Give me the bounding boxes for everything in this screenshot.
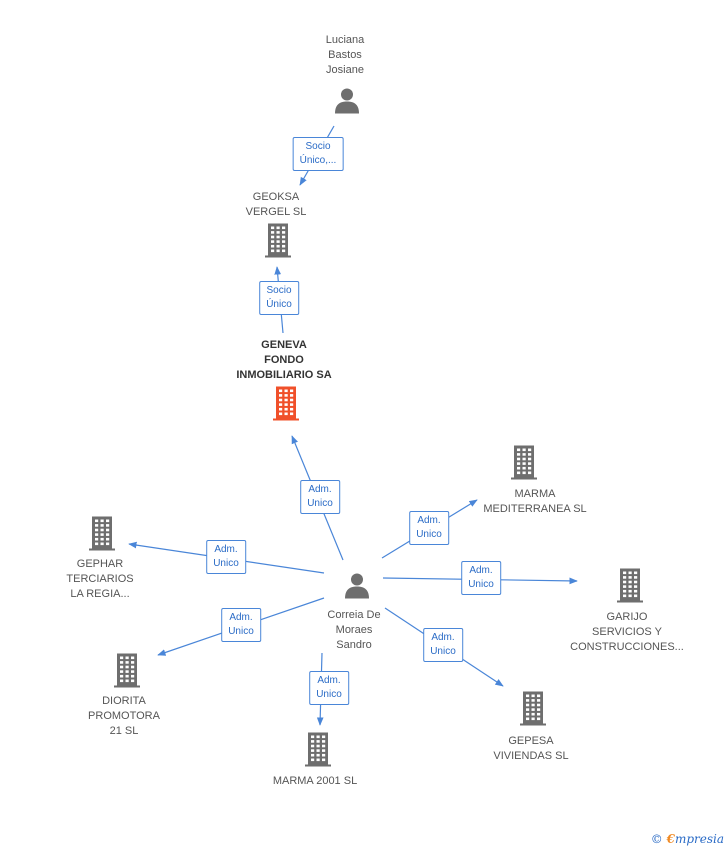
node-label-marma-med[interactable]: MARMA MEDITERRANEA SL: [483, 488, 587, 515]
node-label-diorita[interactable]: DIORITA PROMOTORA 21 SL: [88, 695, 160, 737]
node-label-geneva[interactable]: GENEVA FONDO INMOBILIARIO SA: [236, 339, 332, 381]
node-label-geoksa[interactable]: GEOKSA VERGEL SL: [245, 191, 307, 218]
building-icon[interactable]: [265, 223, 291, 263]
node-label-luciana[interactable]: Luciana Bastos Josiane: [325, 34, 365, 76]
edge-label[interactable]: Adm. Unico: [206, 540, 246, 574]
building-icon[interactable]: [89, 516, 115, 556]
building-icon[interactable]: [305, 732, 331, 772]
node-label-garijo[interactable]: GARIJO SERVICIOS Y CONSTRUCCIONES...: [570, 611, 684, 653]
node-label-marma2001[interactable]: MARMA 2001 SL: [272, 775, 358, 787]
node-label-correia[interactable]: Correia De Moraes Sandro: [327, 609, 381, 651]
building-icon[interactable]: [114, 653, 140, 693]
brand-logo-initial: €: [666, 832, 675, 846]
edge-label[interactable]: Adm. Unico: [423, 628, 463, 662]
edge-label[interactable]: Adm. Unico: [300, 480, 340, 514]
empresia-brand[interactable]: © €mpresia: [651, 832, 724, 846]
brand-name: mpresia: [674, 832, 724, 846]
edge-label[interactable]: Adm. Unico: [409, 511, 449, 545]
edge-label[interactable]: Adm. Unico: [309, 671, 349, 705]
edge-label[interactable]: Adm. Unico: [221, 608, 261, 642]
node-label-gephar[interactable]: GEPHAR TERCIARIOS LA REGIA...: [66, 558, 134, 600]
building-icon[interactable]: [520, 691, 546, 731]
building-icon[interactable]: [273, 386, 299, 426]
node-label-gepesa[interactable]: GEPESA VIVIENDAS SL: [493, 735, 569, 762]
person-icon[interactable]: [333, 87, 361, 120]
edge-label[interactable]: Adm. Unico: [461, 561, 501, 595]
building-icon[interactable]: [617, 568, 643, 608]
edge-label[interactable]: Socio Único,...: [292, 137, 344, 171]
building-icon[interactable]: [511, 445, 537, 485]
person-icon[interactable]: [343, 572, 371, 605]
edge-label[interactable]: Socio Único: [259, 281, 299, 315]
copyright-symbol: ©: [650, 832, 663, 846]
